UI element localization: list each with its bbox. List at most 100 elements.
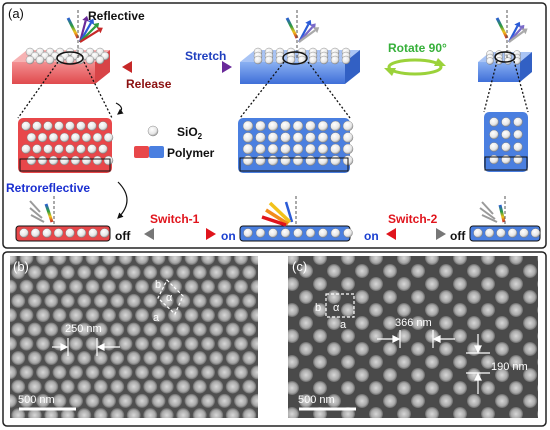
sem-particle — [36, 393, 50, 408]
lattice-c-a: a — [340, 319, 347, 331]
sem-particle — [168, 256, 182, 265]
sem-particle — [299, 368, 313, 382]
sem-particle — [327, 342, 341, 356]
spacing-marker-b — [52, 338, 120, 356]
sem-particle — [383, 316, 397, 330]
sem-particle — [27, 322, 42, 337]
silica-sphere — [342, 143, 354, 155]
silica-sphere — [65, 144, 75, 154]
sem-particle — [481, 355, 495, 369]
light-ray — [79, 29, 100, 43]
silica-sphere — [25, 55, 35, 65]
sem-particle — [242, 293, 257, 308]
sem-particle — [102, 256, 116, 265]
sem-particle — [11, 379, 26, 394]
silica-sphere — [267, 155, 279, 166]
silica-sphere — [330, 55, 340, 65]
sem-particle — [135, 256, 149, 265]
silica-sphere — [242, 120, 254, 132]
sem-particle — [52, 393, 67, 408]
sem-particle — [11, 408, 26, 418]
sem-particle — [93, 293, 108, 308]
sem-particle — [0, 394, 1, 408]
sem-particle — [176, 379, 191, 394]
bottom-right-arrows-icon — [479, 201, 506, 223]
sem-particle — [143, 408, 158, 418]
sem-particle — [439, 316, 453, 330]
silica-sphere — [65, 228, 75, 238]
silica-sphere — [513, 57, 521, 65]
silica-sphere — [59, 132, 70, 143]
scalebar-b-label: 500 nm — [18, 394, 55, 406]
retro-ray — [29, 207, 43, 219]
zoom-red-row-box — [19, 158, 111, 172]
sem-particle — [168, 336, 182, 351]
sem-particle — [85, 365, 100, 380]
sem-particle — [44, 322, 59, 337]
sem-particle — [355, 368, 369, 382]
sem-particle — [383, 368, 397, 382]
silica-sphere — [343, 228, 353, 238]
silica-sphere — [92, 132, 103, 143]
sem-particle — [523, 342, 537, 356]
sem-particle — [250, 279, 258, 294]
sem-particle — [44, 293, 59, 308]
silica-sphere — [21, 121, 31, 131]
sem-particle — [36, 365, 50, 380]
silica-sphere — [37, 155, 48, 166]
silica-sphere — [70, 155, 81, 166]
panel-b-label: (b) — [13, 259, 29, 274]
sem-particle — [453, 381, 467, 395]
sem-particle — [495, 264, 509, 278]
sem-particle — [102, 365, 116, 380]
sem-particle — [411, 368, 425, 382]
sem-particle — [537, 306, 538, 314]
sem-particle — [85, 279, 100, 294]
sem-particle — [313, 256, 327, 265]
sem-particle — [369, 277, 383, 291]
sem-particle — [135, 336, 149, 351]
sem-particle — [151, 393, 166, 408]
sem-particle — [397, 256, 411, 265]
sem-particle — [36, 256, 50, 265]
sem-particle — [102, 393, 116, 408]
sem-particle — [383, 342, 397, 356]
silica-sphere — [65, 55, 75, 65]
sem-particle — [369, 355, 383, 369]
spacing-c-h: 366 nm — [395, 317, 432, 329]
sem-particle — [0, 337, 1, 351]
sem-particle — [159, 322, 174, 337]
sem-particle — [313, 277, 327, 291]
sem-particle — [110, 379, 125, 394]
sem-particle — [192, 293, 207, 308]
sem-particle — [355, 316, 369, 330]
sem-particle — [201, 256, 215, 265]
zoom-blue-row-box — [239, 157, 349, 172]
lattice-b — [157, 278, 184, 316]
sem-particle — [523, 368, 537, 382]
sem-particle — [0, 422, 1, 430]
sem-particle — [250, 256, 258, 265]
sem-particle — [217, 256, 232, 265]
sem-particle — [168, 393, 182, 408]
sem-particle — [453, 355, 467, 369]
silica-sphere — [242, 143, 254, 155]
sem-particle — [168, 308, 182, 323]
sem-particle — [481, 277, 495, 291]
sem-particle — [69, 279, 83, 294]
light-ray-head — [521, 28, 528, 35]
sem-particle — [234, 393, 248, 408]
zoom-rotated-row-box — [484, 156, 528, 171]
sem-particle — [537, 384, 538, 392]
sem-particle — [60, 408, 75, 418]
sem-particle — [44, 379, 59, 394]
lattice-b-b: b — [155, 279, 161, 291]
sem-particle — [523, 394, 537, 408]
sem-particle — [225, 408, 240, 418]
sem-particle — [192, 322, 207, 337]
sem-particle — [397, 355, 411, 369]
sem-particle — [495, 394, 509, 408]
silica-sphere — [268, 228, 278, 238]
sem-particle — [93, 265, 108, 280]
sem-particle — [135, 279, 149, 294]
